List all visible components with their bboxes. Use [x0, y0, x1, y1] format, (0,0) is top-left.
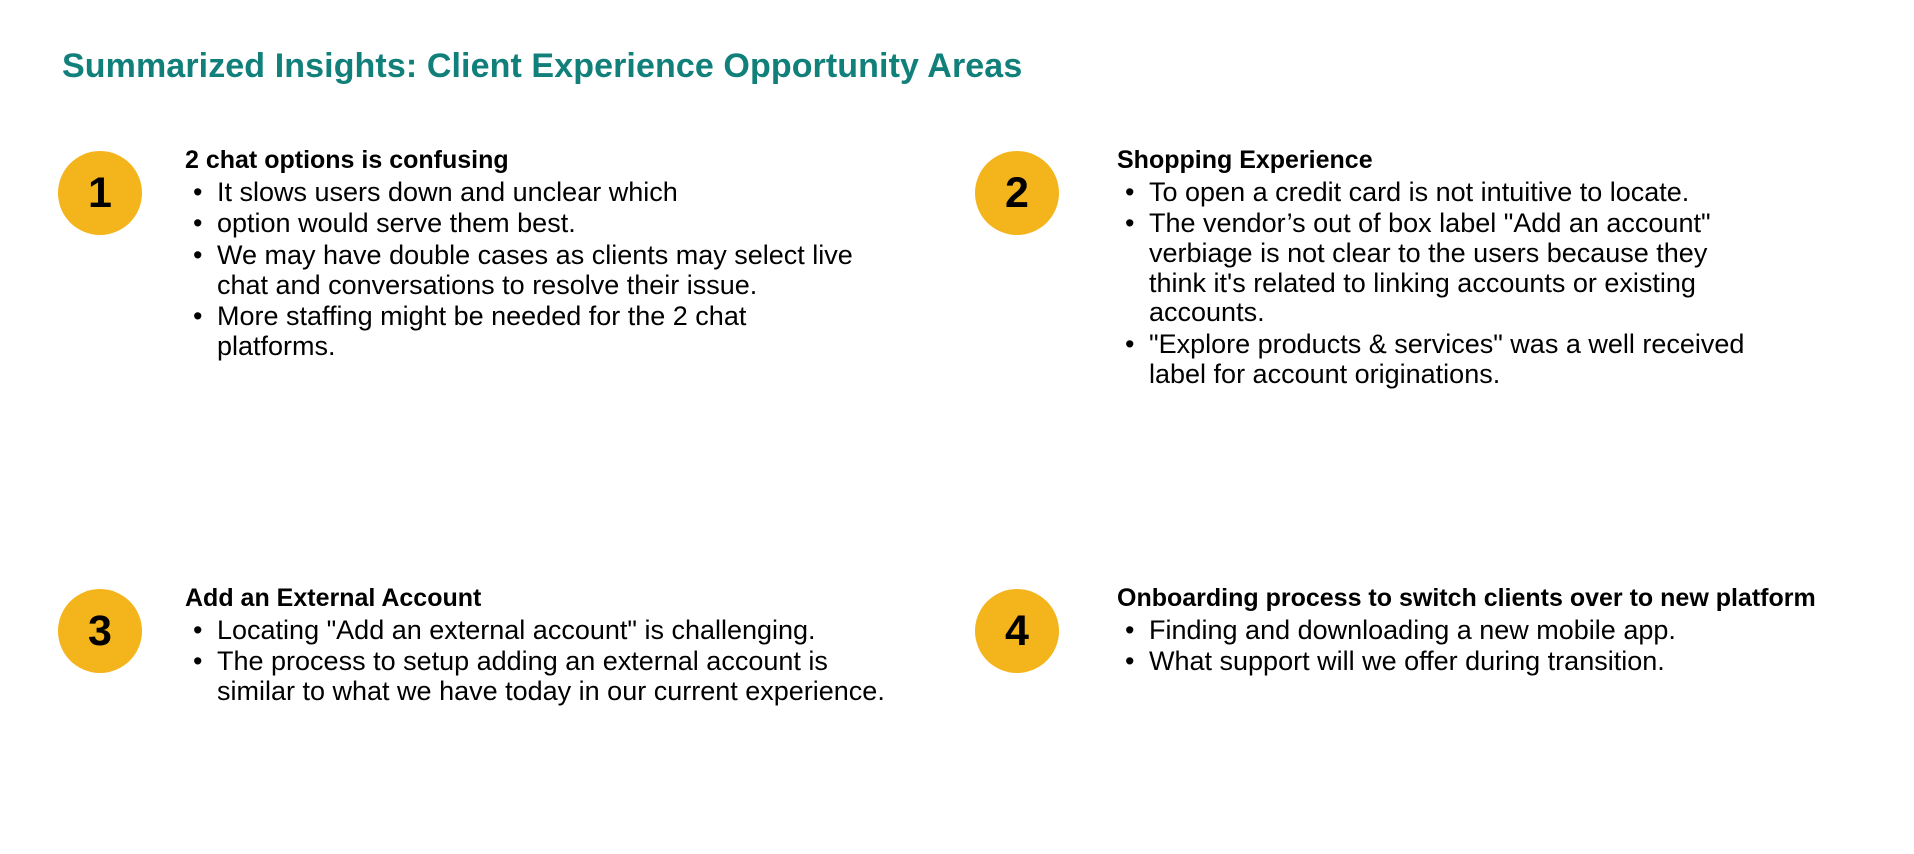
list-item-text: What support will we offer during transi…	[1149, 646, 1665, 677]
insight-number-badge-4: 4	[975, 589, 1059, 673]
insight-body-4: Onboarding process to switch clients ove…	[1117, 584, 1816, 679]
list-item-text: Finding and downloading a new mobile app…	[1149, 614, 1676, 645]
list-item-text: It slows users down and unclear which	[217, 176, 678, 207]
insight-card-2: 2 Shopping Experience • To open a credit…	[975, 146, 1845, 391]
list-item: • We may have double cases as clients ma…	[185, 239, 857, 300]
list-item-text: The process to setup adding an external …	[217, 646, 885, 706]
insight-heading-3: Add an External Account	[185, 584, 482, 612]
bullet-dot-icon: •	[1125, 208, 1135, 239]
bullet-dot-icon: •	[1125, 614, 1135, 645]
bullet-dot-icon: •	[1125, 646, 1135, 677]
insight-card-1: 1 2 chat options is confusing • It slows…	[58, 146, 898, 364]
bullet-dot-icon: •	[193, 614, 203, 645]
insight-body-2: Shopping Experience • To open a credit c…	[1117, 146, 1759, 391]
insight-card-3: 3 Add an External Account • Locating "Ad…	[58, 584, 958, 709]
list-item-text: We may have double cases as clients may …	[217, 239, 853, 300]
page-title: Summarized Insights: Client Experience O…	[62, 47, 1023, 85]
list-item: • Finding and downloading a new mobile a…	[1117, 614, 1816, 646]
insight-bullet-list-4: • Finding and downloading a new mobile a…	[1117, 614, 1816, 677]
insight-bullet-list-1: • It slows users down and unclear which …	[185, 176, 857, 362]
bullet-dot-icon: •	[193, 239, 203, 270]
list-item: • "Explore products & services" was a we…	[1117, 328, 1759, 389]
insight-heading-1: 2 chat options is confusing	[185, 146, 509, 174]
list-item-text: "Explore products & services" was a well…	[1149, 328, 1745, 389]
bullet-dot-icon: •	[193, 646, 203, 677]
list-item: • The process to setup adding an externa…	[185, 646, 907, 706]
bullet-dot-icon: •	[1125, 328, 1135, 359]
bullet-dot-icon: •	[193, 301, 203, 332]
list-item: • The vendor’s out of box label "Add an …	[1117, 208, 1759, 328]
bullet-dot-icon: •	[193, 176, 203, 207]
list-item: • option would serve them best.	[185, 208, 857, 239]
bullet-dot-icon: •	[193, 208, 203, 239]
list-item: • Locating "Add an external account" is …	[185, 614, 907, 646]
list-item: • What support will we offer during tran…	[1117, 646, 1816, 677]
list-item-text: The vendor’s out of box label "Add an ac…	[1149, 208, 1711, 328]
list-item: • To open a credit card is not intuitive…	[1117, 176, 1759, 208]
list-item-text: To open a credit card is not intuitive t…	[1149, 176, 1690, 207]
list-item-text: Locating "Add an external account" is ch…	[217, 614, 816, 645]
insight-bullet-list-2: • To open a credit card is not intuitive…	[1117, 176, 1759, 390]
insight-body-1: 2 chat options is confusing • It slows u…	[185, 146, 857, 364]
insight-number-badge-3: 3	[58, 589, 142, 673]
insight-heading-4: Onboarding process to switch clients ove…	[1117, 584, 1816, 612]
list-item: • It slows users down and unclear which	[185, 176, 857, 208]
insight-number-badge-1: 1	[58, 151, 142, 235]
insight-heading-2: Shopping Experience	[1117, 146, 1373, 174]
list-item-text: More staffing might be needed for the 2 …	[217, 301, 747, 361]
insights-grid: 1 2 chat options is confusing • It slows…	[0, 146, 1914, 846]
insight-bullet-list-3: • Locating "Add an external account" is …	[185, 614, 907, 707]
list-item: • More staffing might be needed for the …	[185, 301, 857, 361]
insight-number-badge-2: 2	[975, 151, 1059, 235]
insight-body-3: Add an External Account • Locating "Add …	[185, 584, 907, 709]
insight-card-4: 4 Onboarding process to switch clients o…	[975, 584, 1845, 679]
list-item-text: option would serve them best.	[217, 208, 576, 239]
bullet-dot-icon: •	[1125, 176, 1135, 207]
